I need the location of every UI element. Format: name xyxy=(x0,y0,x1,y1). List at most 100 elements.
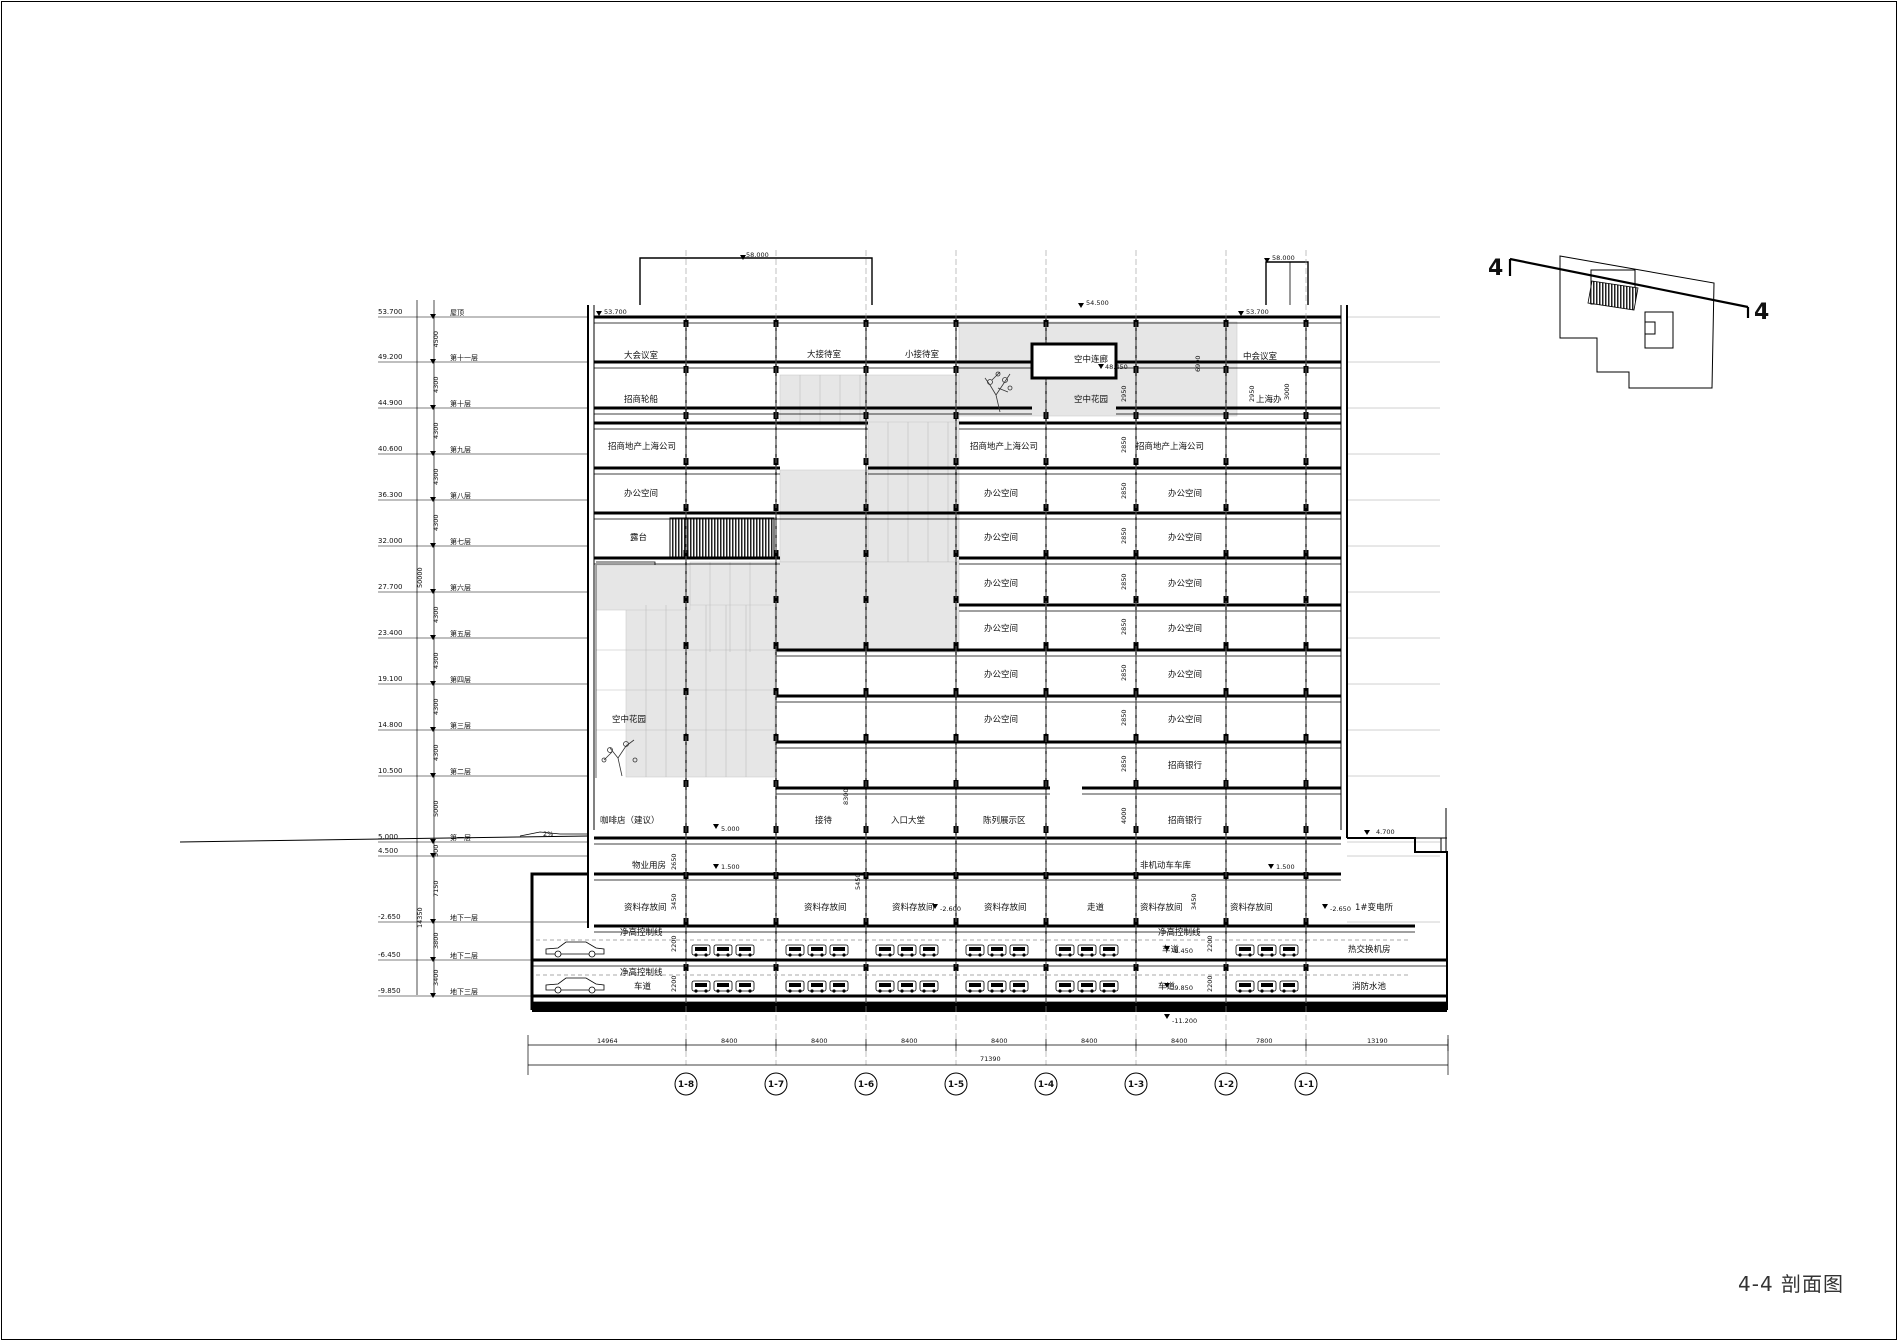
level-elevation: 49.200 xyxy=(378,353,403,361)
car-icon xyxy=(735,980,755,993)
level-height: 3800 xyxy=(432,932,440,949)
dim-total-above: 50000 xyxy=(416,567,424,588)
room-b1-4: 资料存放间 xyxy=(984,902,1027,913)
level-height: 4500 xyxy=(432,331,440,348)
room-b1-3: 资料存放间 xyxy=(892,902,935,913)
columns xyxy=(683,317,1309,1002)
car-icon xyxy=(1257,944,1277,957)
axis-grid-lines xyxy=(685,250,1307,1065)
dim-b3: 2200 xyxy=(670,975,678,992)
level-name: 第九层 xyxy=(450,445,471,454)
level-height: 5000 xyxy=(432,800,440,817)
dim-b1a: 5450 xyxy=(854,873,862,890)
elev-left-tower: 58.000 xyxy=(746,251,769,259)
level-elevation: -9.850 xyxy=(378,987,401,995)
room-b2-1: 净高控制线 xyxy=(620,927,663,938)
room-labels: 大会议室 大接待室 小接待室 空中连廊 中会议室 招商轮船 空中花园 上海办 招… xyxy=(600,349,1394,992)
level-marker xyxy=(430,635,436,640)
room-b3-1: 净高控制线 xyxy=(620,967,663,978)
room-f10-3: 上海办 xyxy=(1256,394,1282,405)
level-marker xyxy=(430,543,436,548)
level-name: 第十一层 xyxy=(450,353,478,362)
car-icon xyxy=(829,944,849,957)
car-icon xyxy=(1279,944,1299,957)
column-head xyxy=(863,596,869,603)
car-icon xyxy=(829,980,849,993)
car-icon xyxy=(1099,944,1119,957)
car-icon xyxy=(1055,980,1075,993)
room-f11-1: 大会议室 xyxy=(624,350,659,361)
car-icon xyxy=(1009,980,1029,993)
column-head xyxy=(773,642,779,649)
level-name: 第十层 xyxy=(450,399,471,408)
level-elevation: 4.500 xyxy=(378,847,398,855)
room-f6-3: 办公空间 xyxy=(1168,578,1202,589)
car-icon xyxy=(1077,944,1097,957)
column-head xyxy=(1133,642,1139,649)
room-b1-5: 走道 xyxy=(1087,902,1105,913)
column-head xyxy=(953,642,959,649)
sedan-icon xyxy=(545,941,605,958)
level-height: 7150 xyxy=(432,880,440,897)
dim-f1: 8300 xyxy=(842,788,850,805)
room-f1-4: 陈列展示区 xyxy=(983,815,1026,826)
level-marker xyxy=(430,773,436,778)
room-f8-3: 办公空间 xyxy=(1168,488,1202,499)
level-marker xyxy=(430,405,436,410)
room-f7-3: 办公空间 xyxy=(1168,532,1202,543)
level-marker xyxy=(430,957,436,962)
car-icon xyxy=(1055,944,1075,957)
column-head xyxy=(1043,550,1049,557)
top-elevation-markers: 58.000 54.500 58.000 53.700 53.700 48.45… xyxy=(596,251,1295,371)
level-height: 4300 xyxy=(432,744,440,761)
tree-icon xyxy=(601,371,1013,777)
car-icon xyxy=(987,944,1007,957)
level-height: 4300 xyxy=(432,652,440,669)
column-head xyxy=(683,642,689,649)
room-f11-5: 中会议室 xyxy=(1243,351,1278,362)
dim-b1c: 3450 xyxy=(1190,893,1198,910)
room-f3-3: 办公空间 xyxy=(1168,714,1202,725)
level-elevation: 27.700 xyxy=(378,583,403,591)
dim-f6: 2850 xyxy=(1120,573,1128,590)
dim-f11b: 3000 xyxy=(1283,383,1291,400)
level-height: 4300 xyxy=(432,514,440,531)
room-f5-2: 办公空间 xyxy=(984,623,1018,634)
level-elevation: -6.450 xyxy=(378,951,401,959)
column-head xyxy=(1223,642,1229,649)
level-elevation: 14.800 xyxy=(378,721,403,729)
elev-b2: -6.450 xyxy=(1172,947,1193,955)
column-head xyxy=(1223,596,1229,603)
level-height: 4300 xyxy=(432,376,440,393)
car-icon xyxy=(691,944,711,957)
car-icon xyxy=(1077,980,1097,993)
column-head xyxy=(1133,964,1139,971)
span-label: 8400 xyxy=(811,1037,828,1045)
dim-f5: 2850 xyxy=(1120,618,1128,635)
room-mezz-1: 物业用房 xyxy=(632,860,666,871)
internal-elevations: 5.000 1.500 1.500 -2.600 -2.650 4.700 -6… xyxy=(543,824,1395,1025)
column-head xyxy=(953,964,959,971)
level-elevation: 32.000 xyxy=(378,537,403,545)
elev-b1-right: -2.650 xyxy=(1330,905,1351,913)
elev-roof-right: 53.700 xyxy=(1246,308,1269,316)
ground-slope: 2% xyxy=(543,830,553,838)
room-f2-3: 招商银行 xyxy=(1168,760,1203,771)
room-f10-2: 空中花园 xyxy=(1074,394,1108,405)
room-f7-1: 露台 xyxy=(630,532,647,543)
room-f4-2: 办公空间 xyxy=(984,669,1018,680)
car-icon xyxy=(897,944,917,957)
level-marker xyxy=(430,993,436,998)
atrium-shading xyxy=(595,321,1238,778)
level-name: 第六层 xyxy=(450,583,471,592)
level-marker xyxy=(430,589,436,594)
span-label: 8400 xyxy=(991,1037,1008,1045)
car-icon xyxy=(713,980,733,993)
axis-bubble xyxy=(944,1072,968,1096)
car-icon xyxy=(919,944,939,957)
dim-f9: 2850 xyxy=(1120,436,1128,453)
column-head xyxy=(1223,550,1229,557)
internal-dimensions: 6900 3000 2950 2950 2850 2850 2850 2850 … xyxy=(670,355,1291,992)
room-f6-2: 办公空间 xyxy=(984,578,1018,589)
